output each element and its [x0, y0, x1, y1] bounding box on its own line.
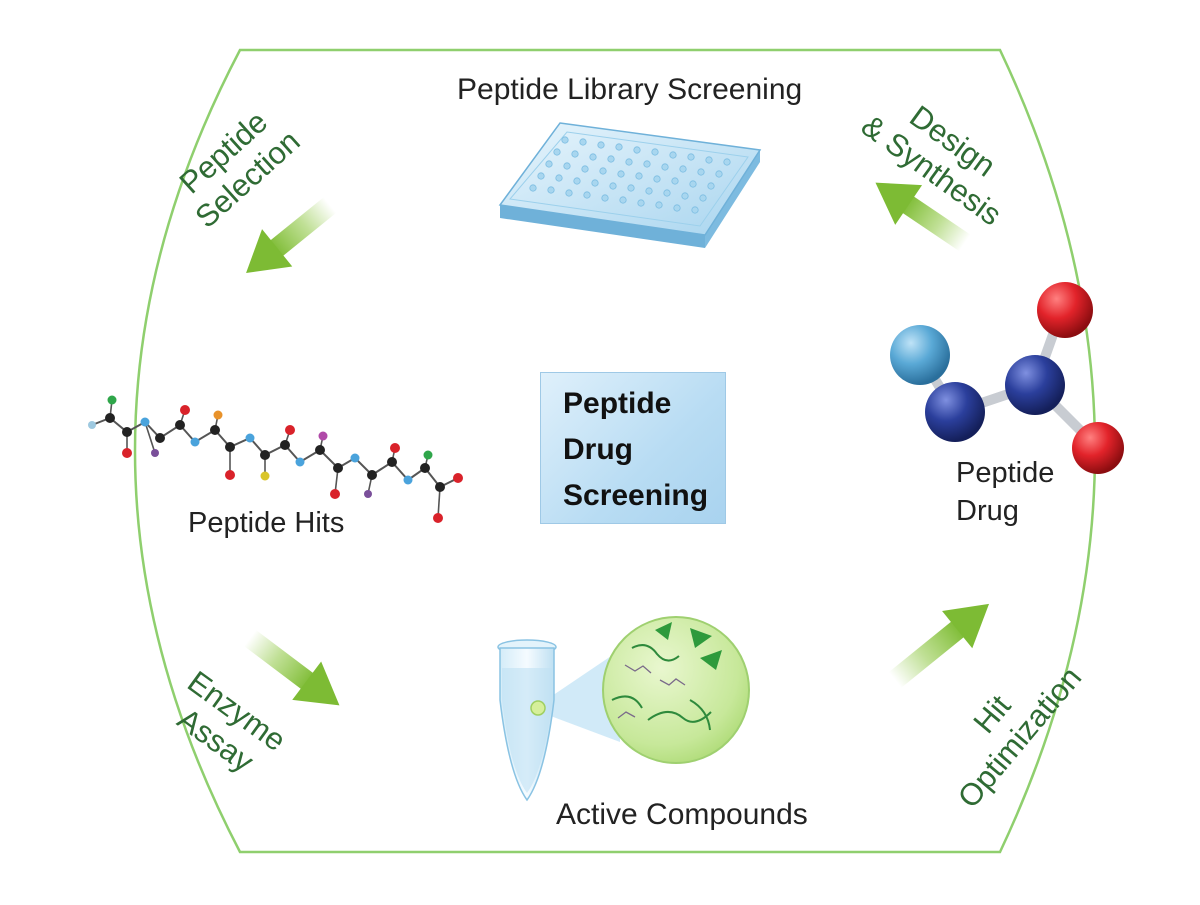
peptide-drug-molecule [890, 282, 1124, 474]
tube-and-compounds-image [497, 616, 750, 802]
peptide-chain-image [88, 395, 463, 523]
center-title-line2: Drug [563, 433, 633, 466]
label-peptide-drug-line1: Peptide [956, 457, 1055, 489]
label-peptide-drug-line2: Drug [956, 495, 1019, 527]
label-active-compounds: Active Compounds [556, 798, 808, 831]
label-peptide-drug: Peptide Drug [956, 454, 1054, 530]
label-peptide-library-screening: Peptide Library Screening [457, 73, 803, 106]
label-peptide-hits: Peptide Hits [188, 507, 345, 539]
center-title-box: Peptide Drug Screening [540, 372, 726, 524]
center-title-line1: Peptide [563, 387, 672, 420]
arrow-hit-optimization [888, 603, 990, 688]
center-title: Peptide Drug Screening [563, 381, 708, 519]
arrow-enzyme-assay [243, 630, 340, 706]
arrow-peptide-selection [246, 197, 337, 273]
center-title-line3: Screening [563, 479, 709, 512]
arrow-design-synthesis [875, 182, 971, 252]
microplate-image [498, 122, 762, 248]
